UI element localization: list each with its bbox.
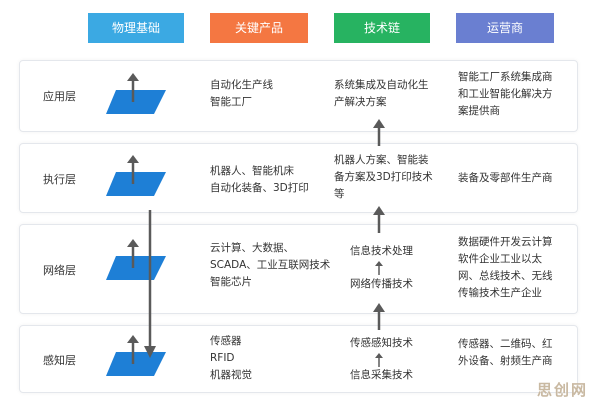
- products-network: 云计算、大数据、 SCADA、工业互联网技术 智能芯片: [210, 242, 331, 288]
- layer-label-execution: 执行层: [43, 173, 76, 186]
- products-perception: 传感器 RFID 机器视觉: [210, 335, 252, 381]
- band-application: [19, 60, 578, 132]
- band-perception: [19, 325, 578, 393]
- operators-perception: 传感器、二维码、红 外设备、射频生产商: [458, 338, 553, 367]
- watermark: 思创网: [536, 381, 588, 399]
- tech-chain-network-bottom: 网络传播技术: [350, 278, 413, 290]
- up-arrow-icon: [373, 206, 385, 233]
- layer-label-application: 应用层: [43, 90, 76, 103]
- operators-network: 数据硬件开发云计算 软件企业工业以太 网、总线技术、无线 传输技术生产企业: [458, 236, 553, 299]
- products-execution: 机器人、智能机床 自动化装备、3D打印: [210, 165, 309, 194]
- up-arrow-icon: [375, 261, 383, 275]
- products-application: 自动化生产线 智能工厂: [210, 79, 273, 108]
- band-execution: [19, 143, 578, 213]
- layer-plane-icon: [106, 239, 166, 280]
- tech-chain-application: 系统集成及自动化生 产解决方案: [334, 79, 429, 108]
- tech-chain-perception-bottom: 信息采集技术: [350, 369, 413, 381]
- header-tech-chain: 技术链: [334, 13, 430, 43]
- up-arrow-icon: [373, 119, 385, 146]
- up-arrow-icon: [375, 353, 383, 367]
- operators-application: 智能工厂系统集成商 和工业智能化解决方 案提供商: [458, 71, 553, 117]
- operators-execution: 装备及零部件生产商: [458, 172, 553, 184]
- layer-plane-icon: [106, 73, 166, 114]
- tech-chain-execution: 机器人方案、智能装 备方案及3D打印技术 等: [334, 154, 433, 200]
- layer-label-network: 网络层: [43, 264, 76, 277]
- tech-chain-network-top: 信息技术处理: [350, 245, 413, 257]
- header-physical: 物理基础: [88, 13, 184, 43]
- tech-chain-perception-top: 传感感知技术: [350, 337, 413, 349]
- header-operators: 运营商: [456, 13, 554, 43]
- layer-label-perception: 感知层: [43, 354, 76, 367]
- header-products: 关键产品: [210, 13, 308, 43]
- layer-plane-icon: [106, 155, 166, 196]
- down-arrow-icon: [144, 210, 156, 358]
- up-arrow-icon: [373, 303, 385, 330]
- layer-plane-icon: [106, 335, 166, 376]
